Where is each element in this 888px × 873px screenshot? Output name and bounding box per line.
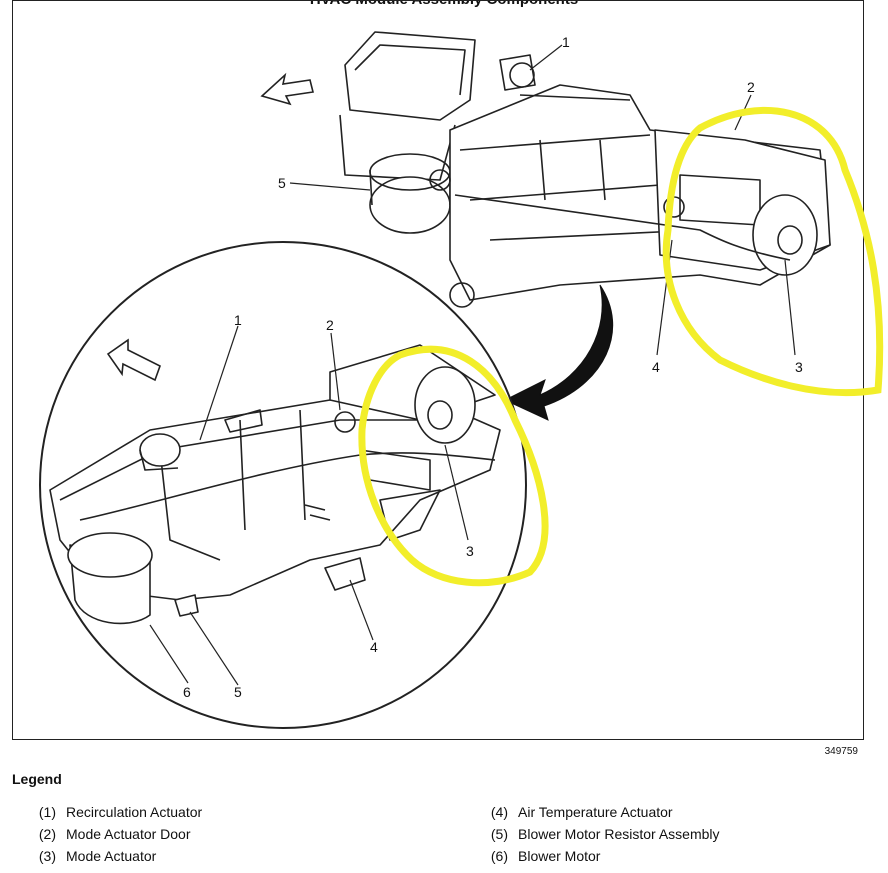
callout-1-detail: 1 — [234, 312, 242, 328]
legend-label: Mode Actuator — [66, 848, 157, 864]
callout-5-detail: 5 — [234, 684, 242, 700]
callout-2-top: 2 — [747, 79, 755, 95]
detail-highlight-ring — [358, 345, 549, 587]
legend-label: Recirculation Actuator — [66, 804, 203, 820]
callout-1-top: 1 — [562, 34, 570, 50]
transition-arrow — [503, 284, 614, 421]
legend-label: Air Temperature Actuator — [518, 804, 673, 820]
callout-4-detail: 4 — [370, 639, 378, 655]
legend-item: (4)Air Temperature Actuator — [490, 804, 673, 820]
callout-6-detail: 6 — [183, 684, 191, 700]
detail-callouts: 1 2 3 4 5 6 — [183, 312, 474, 700]
legend-right-column: (4)Air Temperature Actuator (5)Blower Mo… — [472, 801, 720, 867]
top-callouts: 1 2 5 4 3 — [278, 34, 803, 375]
legend-item: (3)Mode Actuator — [38, 848, 157, 864]
diagram-title: HVAC Module Assembly Components — [0, 0, 888, 8]
figure-id: 349759 — [824, 746, 858, 757]
legend-item: (6)Blower Motor — [490, 848, 601, 864]
legend-label: Mode Actuator Door — [66, 826, 191, 842]
detail-leader-lines — [149, 325, 469, 686]
callout-2-detail: 2 — [326, 317, 334, 333]
legend-title: Legend — [12, 771, 62, 787]
legend-label: Blower Motor — [518, 848, 601, 864]
detail-assembly-illustration — [49, 344, 501, 625]
legend-left-column: (1)Recirculation Actuator (2)Mode Actuat… — [20, 801, 202, 867]
legend-item: (1)Recirculation Actuator — [38, 804, 203, 820]
callout-3-detail: 3 — [466, 543, 474, 559]
legend-label: Blower Motor Resistor Assembly — [518, 826, 720, 842]
top-highlight-ring — [662, 106, 884, 397]
detail-direction-arrow — [106, 338, 161, 382]
figure-frame — [12, 0, 864, 740]
top-assembly-illustration — [339, 31, 831, 308]
top-direction-arrow — [260, 72, 314, 106]
legend-item: (5)Blower Motor Resistor Assembly — [490, 826, 720, 842]
hvac-module-diagram: 1 2 5 4 3 1 2 3 4 5 6 — [39, 31, 884, 729]
callout-5-top: 5 — [278, 175, 286, 191]
legend-item: (2)Mode Actuator Door — [38, 826, 191, 842]
callout-4-top: 4 — [652, 359, 660, 375]
callout-3-top: 3 — [795, 359, 803, 375]
